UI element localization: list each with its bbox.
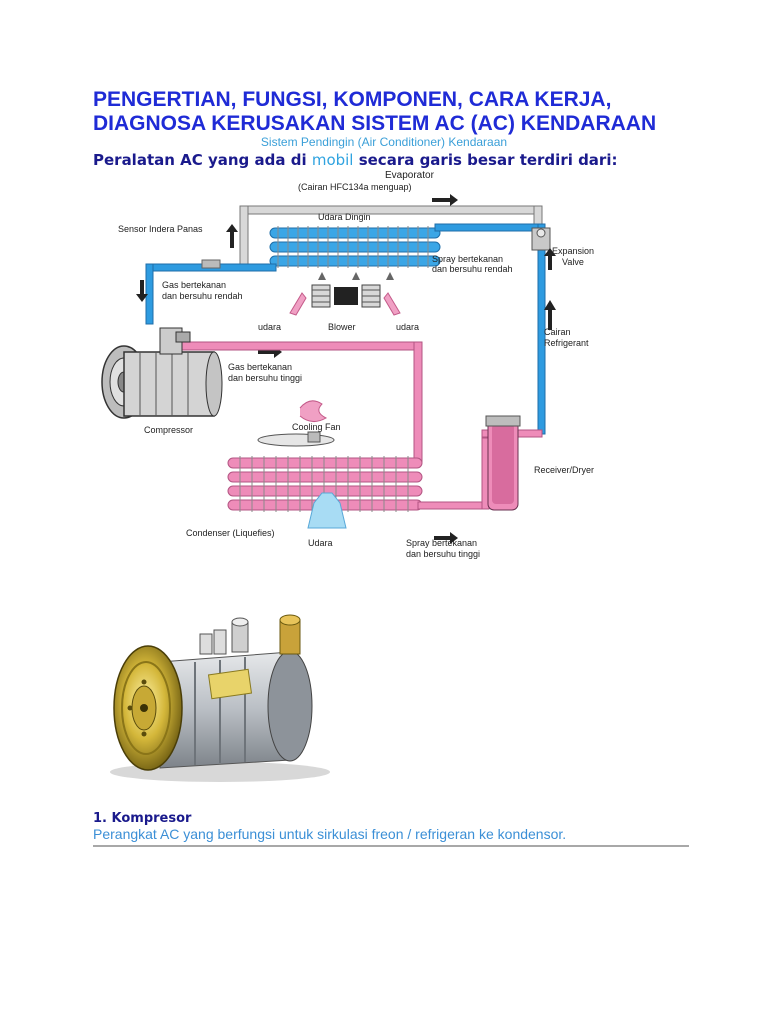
air-up-arrow-2 [352,272,360,280]
label-udara-dingin: Udara Dingin [318,212,371,222]
blower-unit [311,284,381,308]
section-description-kompresor: Perangkat AC yang berfungsi untuk sirkul… [93,826,567,842]
page-title-line-1: PENGERTIAN, FUNGSI, KOMPONEN, CARA KERJA… [93,88,612,111]
flow-arrow-left-down [136,280,148,302]
flow-arrow-top [432,194,458,206]
label-evaporator: Evaporator [385,170,435,181]
label-cairan-ref-1: Cairan [544,327,571,337]
label-udara-left: udara [258,322,281,332]
label-cooling-fan: Cooling Fan [292,422,341,432]
compressor-ports [199,614,301,655]
label-condenser: Condenser (Liquefies) [186,528,275,538]
condenser-coil [227,456,423,512]
label-gas-tinggi-1: Gas bertekanan [228,362,292,372]
cooling-fan [257,400,335,447]
page-subtitle: Sistem Pendingin (Air Conditioner) Kenda… [260,135,508,149]
flow-arrow-sensor-up [226,224,238,248]
compressor-label-plate [207,668,253,700]
label-compressor: Compressor [144,425,193,435]
label-gas-rendah-2: dan bersuhu rendah [162,291,243,301]
label-spray-rendah-1: Spray bertekanan [432,254,503,264]
mobil-link[interactable]: mobil [311,151,354,169]
evaporator-coil [269,226,441,268]
label-udara-right: udara [396,322,419,332]
air-up-arrow-3 [386,272,394,280]
label-gas-tinggi-2: dan bersuhu tinggi [228,373,302,383]
intro-text-after: secara garis besar terdiri dari: [353,151,618,169]
compressor-photo [110,614,330,782]
label-udara-bottom: Udara [308,538,333,548]
page-title: PENGERTIAN, FUNGSI, KOMPONEN, CARA KERJA… [93,88,693,136]
pulley-clutch [113,645,183,771]
label-gas-rendah-1: Gas bertekanan [162,280,226,290]
compressor-rear [267,650,313,762]
liquid-line [417,429,543,510]
label-receiver: Receiver/Dryer [534,465,594,475]
label-spray-tinggi-2: dan bersuhu tinggi [406,549,480,559]
flow-arrow-cairan-up [544,248,556,270]
receiver-dryer [485,415,521,511]
page-title-line-2: DIAGNOSA KERUSAKAN SISTEM AC (AC) KENDAR… [93,112,657,135]
label-cairan-hfc: (Cairan HFC134a menguap) [298,182,412,192]
label-sensor: Sensor Indera Panas [118,224,203,234]
air-up-arrow-1 [318,272,326,280]
condenser-air-flow [307,492,347,529]
label-expansion-2: Valve [562,257,584,267]
intro-text-before: Peralatan AC yang ada di [93,151,312,169]
label-spray-tinggi-1: Spray bertekanan [406,538,477,548]
label-spray-rendah-2: dan bersuhu rendah [432,264,513,274]
label-expansion-1: Expansion [552,246,594,256]
air-arrow-left [289,292,307,316]
expansion-valve [531,227,551,251]
ac-system-diagram: Evaporator (Cairan HFC134a menguap) Udar… [101,170,594,559]
air-arrow-right [383,292,401,316]
label-blower: Blower [328,322,356,332]
section-divider [93,845,689,847]
section-heading-kompresor: 1. Kompresor [93,811,192,826]
compressor-drawing [101,327,223,419]
heat-sensor [201,259,221,269]
intro-paragraph: Peralatan AC yang ada di mobil secara ga… [93,151,617,169]
flow-arrow-receiver-up [544,300,556,330]
label-cairan-ref-2: Refrigerant [544,338,589,348]
flow-arrow-spray-high [434,532,458,544]
